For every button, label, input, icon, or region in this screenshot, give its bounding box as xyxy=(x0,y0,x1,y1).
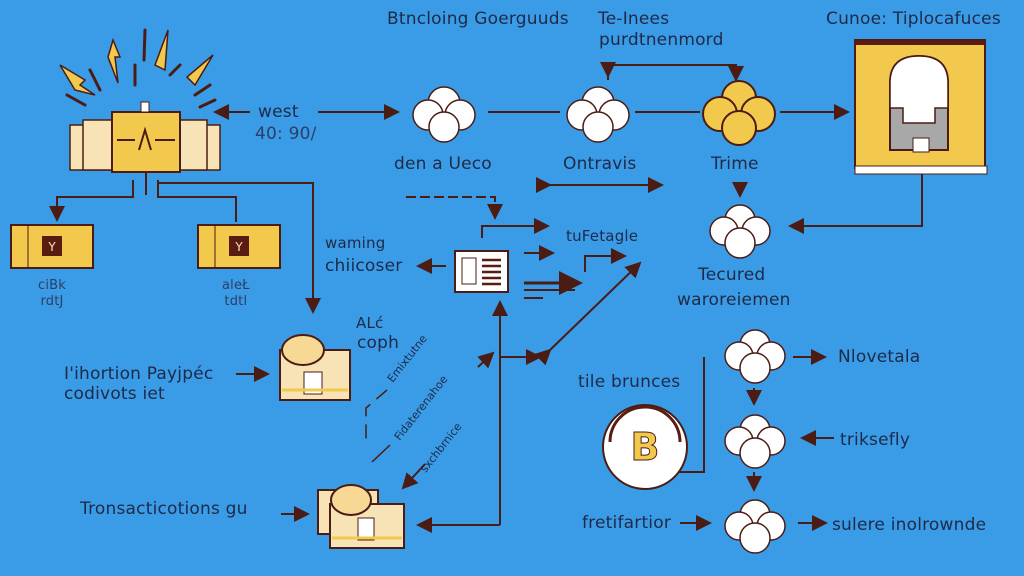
label-te-inees: Te-Inees xyxy=(598,9,670,29)
flower-node-gold-icon xyxy=(702,80,776,146)
connector xyxy=(371,444,391,463)
coin-stack-icon xyxy=(279,334,351,401)
card-icon: Y xyxy=(197,224,281,269)
connector xyxy=(157,180,237,222)
svg-text:Y: Y xyxy=(47,240,56,254)
label-waming: waming xyxy=(325,234,386,252)
label-sulere: sulere inolrownde xyxy=(832,515,987,535)
label-chicoser: chiicoser xyxy=(325,256,403,276)
label-card-1: ciBk rdtJ xyxy=(38,278,67,309)
label-den-a-ueco: den a Ueco xyxy=(394,154,492,174)
label-feetagle: tuFetagle xyxy=(566,227,639,245)
coin-stack-icon xyxy=(317,484,405,549)
connector xyxy=(788,172,923,234)
label-trime: Trime xyxy=(711,154,759,174)
burst-icon xyxy=(59,28,221,173)
label-west-sub: 40: 90/ xyxy=(255,124,317,144)
label-nlovetala: Nlovetala xyxy=(838,347,921,367)
connector xyxy=(49,180,134,222)
flower-node-icon xyxy=(724,499,786,554)
label-tile-brunces: tile brunces xyxy=(578,372,681,392)
bitcoin-coin-icon: B xyxy=(602,404,688,490)
label-codivots: codivots iet xyxy=(64,384,165,404)
connector xyxy=(401,463,426,490)
connector xyxy=(481,218,550,238)
label-alc: ALć xyxy=(356,314,384,332)
label-card-2: aleŁ tdtl xyxy=(222,278,250,309)
flower-node-icon xyxy=(724,414,786,469)
label-transactions: Tronsacticotions gu xyxy=(80,499,248,519)
connector xyxy=(477,351,495,369)
card-icon: Y xyxy=(10,224,94,269)
label-cunoe: Cunoe: Tiplocafuces xyxy=(826,9,1001,29)
label-fretifartior: fretifartior xyxy=(582,513,672,533)
vending-machine-icon xyxy=(854,39,988,175)
flower-node-icon xyxy=(724,329,786,384)
label-banking-top: Btncloing Goerguuds xyxy=(387,9,569,29)
label-coph: coph xyxy=(357,333,400,353)
label-tecured: Tecured xyxy=(698,265,766,285)
flower-node-icon xyxy=(412,86,476,143)
connector xyxy=(534,261,642,366)
connector xyxy=(158,182,321,314)
connector xyxy=(584,248,627,272)
flower-node-icon xyxy=(566,86,630,143)
label-pardtnenmord: purdtnenmord xyxy=(599,30,724,50)
svg-text:Y: Y xyxy=(234,240,243,254)
label-ontravis: Ontravis xyxy=(563,154,637,174)
label-west: west xyxy=(258,102,299,122)
document-icon xyxy=(454,250,509,293)
label-triksefly: triksefly xyxy=(840,430,911,450)
svg-text:B: B xyxy=(631,425,660,469)
label-waroreiemen: waroreiemen xyxy=(677,290,791,310)
connector xyxy=(406,196,503,220)
flower-node-icon xyxy=(709,204,771,259)
connector xyxy=(365,389,388,440)
label-ihortion: I'ihortion Payjpéc xyxy=(64,364,214,384)
